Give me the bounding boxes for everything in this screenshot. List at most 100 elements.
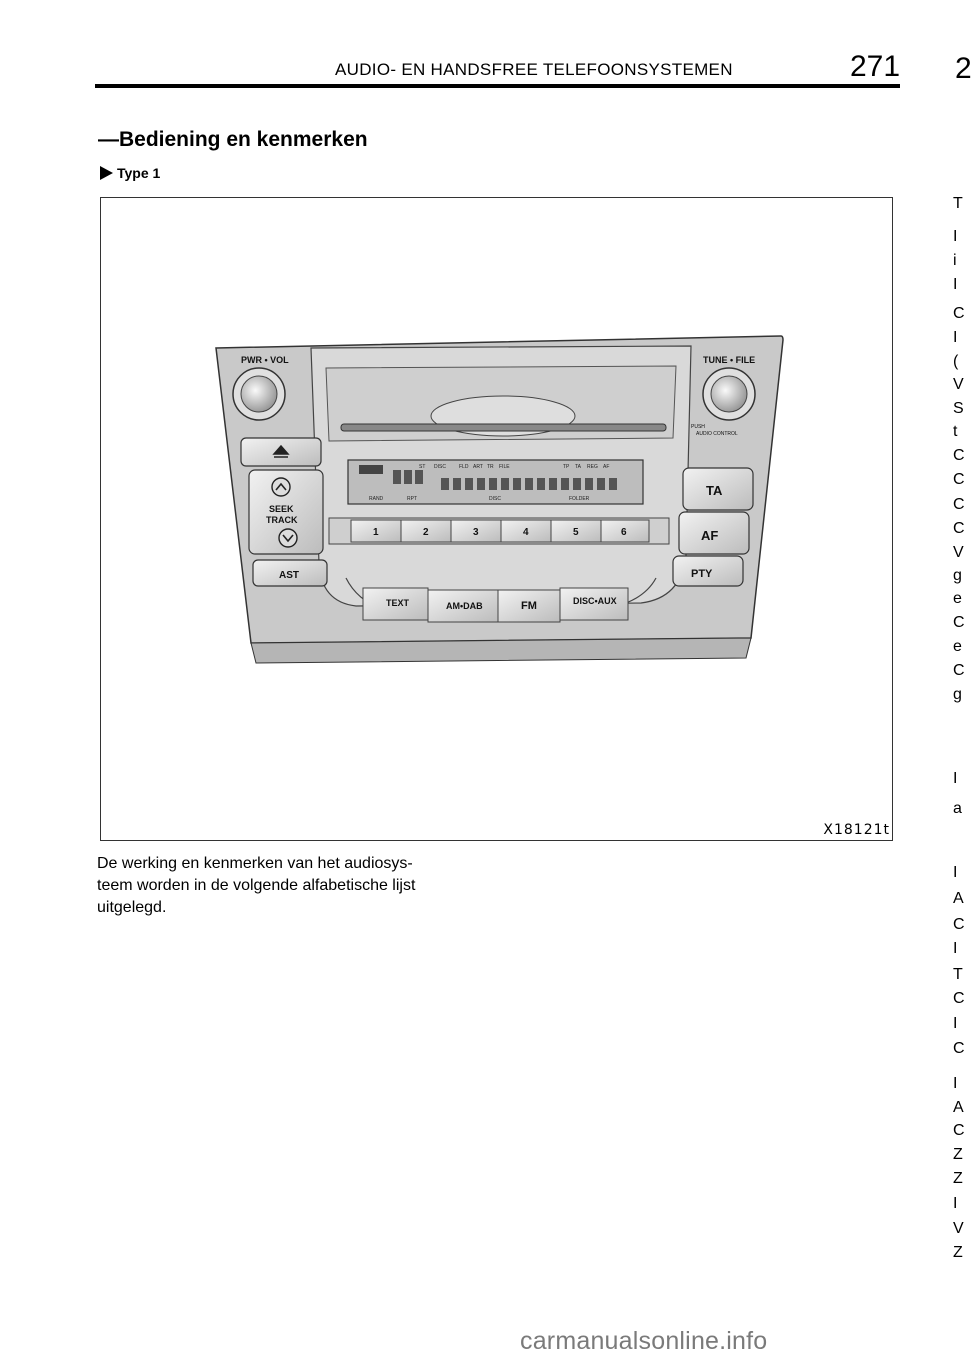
display-disc: DISC (434, 464, 446, 470)
edge-glyph: C (953, 520, 965, 537)
display-art: ART (473, 464, 483, 470)
display-reg: REG (587, 464, 598, 470)
edge-glyph: t (953, 423, 958, 440)
edge-glyph: C (953, 496, 965, 513)
body-line-3: uitgelegd. (97, 899, 167, 916)
body-paragraph: De werking en kenmerken van het audiosys… (97, 853, 477, 919)
display-af: AF (603, 464, 609, 470)
display-ta: TA (575, 464, 582, 470)
display-rand: RAND (369, 496, 384, 502)
type-label: Type 1 (100, 165, 160, 181)
body-line-1: De werking en kenmerken van het audiosys… (97, 855, 413, 872)
text-label: TEXT (386, 598, 410, 608)
edge-glyph: Z (953, 1244, 963, 1261)
edge-glyph: S (953, 400, 964, 417)
edge-glyph: a (953, 800, 962, 817)
edge-glyph: V (953, 376, 964, 393)
figure-code: X18121t (823, 822, 890, 838)
ta-button[interactable] (682, 467, 754, 511)
edge-glyph: Z (953, 1146, 963, 1163)
edge-glyph: T (953, 195, 963, 212)
section-heading: —Bediening en kenmerken (98, 128, 368, 151)
display-rpt: RPT (407, 496, 417, 502)
display-fld: FLD (459, 464, 469, 470)
ast-label: AST (279, 570, 299, 581)
ta-label: TA (706, 483, 723, 498)
edge-glyph: I (953, 228, 958, 245)
preset-label-6: 6 (621, 527, 627, 538)
pwr-vol-label: PWR • VOL (241, 355, 289, 365)
running-header: AUDIO- EN HANDSFREE TELEFOONSYSTEMEN (335, 60, 733, 79)
fm-label: FM (521, 600, 537, 612)
tune-file-label: TUNE • FILE (703, 355, 755, 365)
seek-label: SEEK (269, 504, 294, 514)
push-label: PUSH (691, 424, 705, 430)
preset-label-3: 3 (473, 527, 479, 538)
body-line-2: teem worden in de volgende alfabetische … (97, 877, 416, 894)
edge-glyph: V (953, 1220, 964, 1237)
edge-glyph: A (953, 1099, 964, 1116)
edge-glyph: I (953, 329, 958, 346)
af-label: AF (701, 528, 718, 543)
af-button[interactable] (678, 511, 750, 555)
edge-glyph: i (953, 252, 957, 269)
am-dab-label: AM•DAB (446, 601, 483, 611)
seek-up-icon (275, 482, 287, 491)
edge-glyph: V (953, 544, 964, 561)
edge-glyph: ( (953, 353, 959, 370)
display-folder: FOLDER (569, 496, 590, 502)
eject-icon (272, 444, 290, 458)
edge-glyph: C (953, 662, 965, 679)
display-disc-nav: DISC (489, 496, 501, 502)
preset-label-1: 1 (373, 527, 379, 538)
preset-label-2: 2 (423, 527, 429, 538)
edge-glyph: I (953, 276, 958, 293)
seek-down-icon (282, 534, 294, 543)
edge-glyph: C (953, 614, 965, 631)
edge-glyph: I (953, 940, 958, 957)
preset-label-5: 5 (573, 527, 579, 538)
edge-glyph: I (953, 770, 958, 787)
ast-button[interactable] (252, 559, 328, 587)
track-label: TRACK (266, 515, 298, 525)
cd-slot (340, 423, 667, 432)
preset-buttons[interactable] (350, 519, 650, 543)
am-dab-button[interactable] (427, 589, 499, 623)
display-file: FILE (499, 464, 510, 470)
edge-glyph: e (953, 638, 962, 655)
edge-glyph: C (953, 447, 965, 464)
text-button[interactable] (362, 587, 429, 621)
audio-control-label: AUDIO CONTROL (696, 431, 738, 437)
edge-glyph: C (953, 305, 965, 322)
disc-aux-button[interactable] (559, 587, 629, 621)
header-rule (95, 84, 900, 88)
type-label-text: Type 1 (117, 165, 161, 181)
display-tp: TP (563, 464, 570, 470)
edge-glyph: e (953, 590, 962, 607)
edge-glyph: C (953, 471, 965, 488)
preset-label-4: 4 (523, 527, 529, 538)
audio-unit-figure: ST DISC FLD ART TR FILE TP TA REG AF RAN… (100, 197, 893, 841)
audio-unit-illustration: ST DISC FLD ART TR FILE TP TA REG AF RAN… (215, 335, 784, 664)
fm-button[interactable] (497, 589, 561, 623)
edge-glyph: g (953, 567, 962, 584)
seek-track-button[interactable] (248, 469, 324, 555)
display-st: ST (419, 464, 425, 470)
edge-glyph: C (953, 1122, 965, 1139)
pty-button[interactable] (672, 555, 744, 587)
display-tr: TR (487, 464, 494, 470)
adjacent-page-edge-glyph: 2 (955, 52, 972, 85)
edge-glyph: I (953, 1195, 958, 1212)
edge-glyph: C (953, 1040, 965, 1057)
disc-aux-label: DISC•AUX (573, 596, 617, 606)
edge-glyph: C (953, 916, 965, 933)
preset-button-6[interactable] (600, 519, 650, 543)
pty-label: PTY (691, 568, 713, 580)
edge-glyph: I (953, 1075, 958, 1092)
triangle-bullet-icon (100, 166, 113, 180)
page-number: 271 (850, 50, 901, 83)
watermark: carmanualsonline.info (520, 1327, 768, 1355)
edge-glyph: Z (953, 1170, 963, 1187)
edge-glyph: I (953, 1015, 958, 1032)
